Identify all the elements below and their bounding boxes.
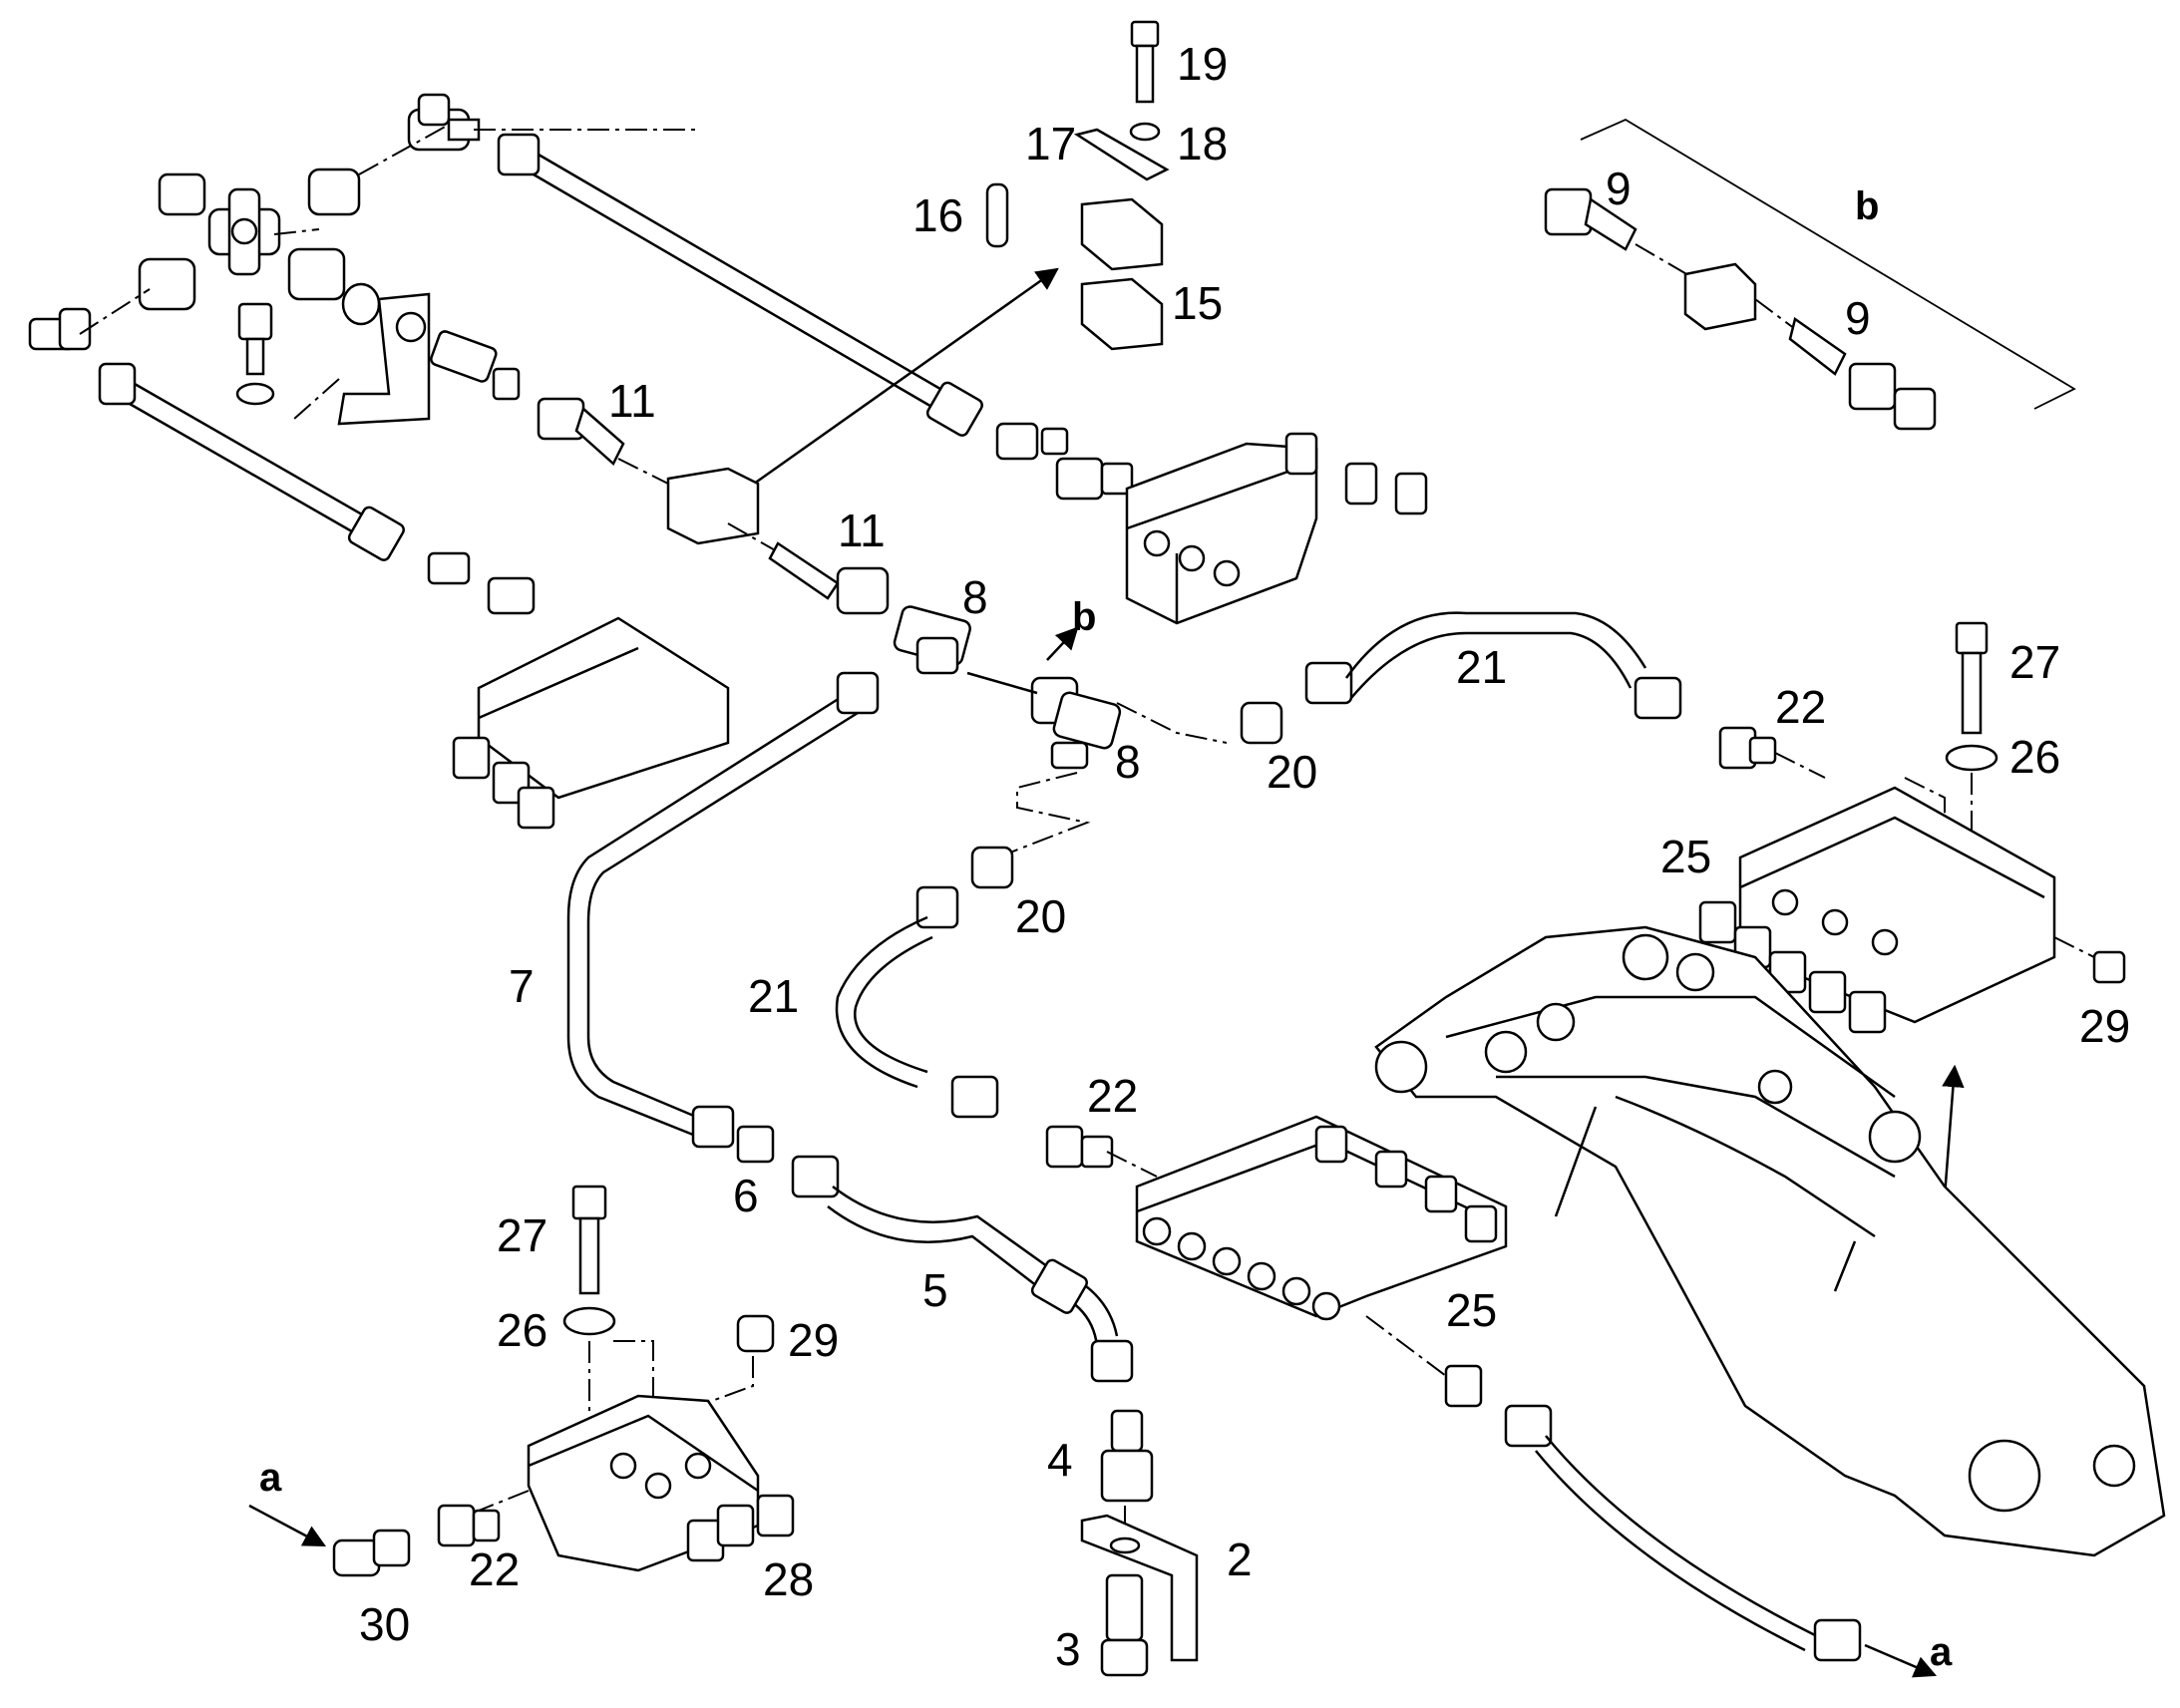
pointer-arrow: [732, 267, 1059, 501]
callout-7: 7: [509, 960, 535, 1012]
callout-27-left: 27: [497, 1209, 547, 1261]
washer-icon: [562, 1306, 616, 1336]
hydraulic-block-25-large: [1135, 1115, 1508, 1321]
bracket-2: [1080, 1514, 1199, 1662]
callout-20-bottom: 20: [1015, 890, 1066, 942]
callout-19: 19: [1177, 38, 1228, 90]
callout-6: 6: [733, 1170, 759, 1221]
clamp-icon: [666, 467, 760, 545]
clamp-assembly: [985, 20, 1170, 351]
callout-a-right: a: [1930, 1630, 1953, 1674]
fitting-4: [1100, 1409, 1154, 1503]
callout-5: 5: [922, 1264, 948, 1316]
hydraulic-block-icon: [452, 616, 730, 830]
callout-30: 30: [359, 1598, 410, 1650]
washer-icon: [1945, 744, 1998, 772]
bolt-27-left: [562, 1185, 616, 1336]
hose-21-upper: [1240, 611, 1682, 745]
callout-15: 15: [1172, 277, 1223, 329]
hydraulic-block-25-right: [1698, 786, 2056, 1034]
callout-3: 3: [1055, 1623, 1081, 1675]
elbow-30-icon: [332, 1529, 411, 1577]
lower-hose-to-a: [1444, 1364, 1938, 1678]
callout-20-top: 20: [1267, 746, 1317, 798]
callout-22-left: 22: [469, 1543, 520, 1595]
callout-b-top: b: [1855, 184, 1879, 228]
clamp-plate-icon: [1073, 128, 1170, 181]
fitting-22-left: [437, 1504, 501, 1547]
callout-11-top: 11: [608, 375, 656, 427]
callout-2: 2: [1227, 1534, 1253, 1585]
union-fitting-icon: [427, 330, 536, 615]
boom-arm-icon: [1374, 925, 2166, 1557]
callout-28: 28: [763, 1553, 814, 1605]
hose-icon: [497, 133, 983, 437]
callout-9-top: 9: [1606, 163, 1632, 214]
clamp-icon: [1080, 197, 1164, 351]
callout-29-right: 29: [2079, 1000, 2130, 1052]
fitting-3: [1100, 1573, 1149, 1677]
callout-a-left: a: [259, 1456, 282, 1500]
clamp-icon: [1683, 262, 1757, 331]
cross-fitting-icon: [207, 187, 281, 276]
plug-29-right: [2092, 950, 2126, 984]
bracket-icon: [337, 292, 431, 426]
callout-4: 4: [1047, 1434, 1073, 1486]
callout-25-right: 25: [1660, 831, 1711, 882]
callout-25-middle: 25: [1446, 1284, 1497, 1336]
top-left-fitting-cluster: [28, 93, 983, 615]
top-middle-fittings: [995, 422, 1134, 501]
rigid-tube-icon: [566, 671, 880, 1164]
hydraulic-block-icon: [1125, 432, 1428, 625]
callout-11-bottom: 11: [838, 505, 886, 556]
callout-8-top: 8: [962, 571, 988, 623]
callout-26-left: 26: [497, 1304, 547, 1356]
callout-b-mid: b: [1072, 595, 1096, 639]
bolt-icon: [235, 302, 275, 406]
hydraulic-block-left: [527, 1394, 795, 1572]
detail-b-bracket: [1544, 118, 2076, 431]
hose-icon: [98, 362, 405, 561]
callout-21-bottom: 21: [748, 970, 799, 1022]
hose-21-lower: [835, 846, 1014, 1119]
bolt-icon: [1130, 20, 1160, 104]
callout-18: 18: [1177, 118, 1228, 170]
callout-26-right: 26: [2009, 731, 2060, 783]
plug-29-left: [736, 1314, 775, 1353]
fitting-22: [1045, 1125, 1114, 1169]
washer-icon: [1129, 122, 1161, 142]
callout-17: 17: [1025, 118, 1076, 170]
callout-21-top: 21: [1456, 641, 1507, 693]
callout-27-right: 27: [2009, 636, 2060, 688]
bolt-27-right: [1945, 621, 1998, 772]
callout-16: 16: [912, 189, 963, 241]
tee-fitting-icon: [893, 605, 1122, 770]
callout-8-bottom: 8: [1115, 736, 1141, 788]
nut-icon: [28, 168, 381, 351]
callout-29-left: 29: [788, 1314, 839, 1366]
fitting-22-right: [1718, 726, 1777, 770]
pin-icon: [985, 182, 1009, 248]
callout-9-bottom: 9: [1845, 292, 1871, 344]
tee-fitting-icon: [407, 93, 481, 152]
bolt-11-assembly: [537, 397, 890, 615]
callout-22-right: 22: [1775, 681, 1826, 733]
hose-5: [791, 1155, 1134, 1383]
callout-22-middle: 22: [1087, 1070, 1138, 1122]
